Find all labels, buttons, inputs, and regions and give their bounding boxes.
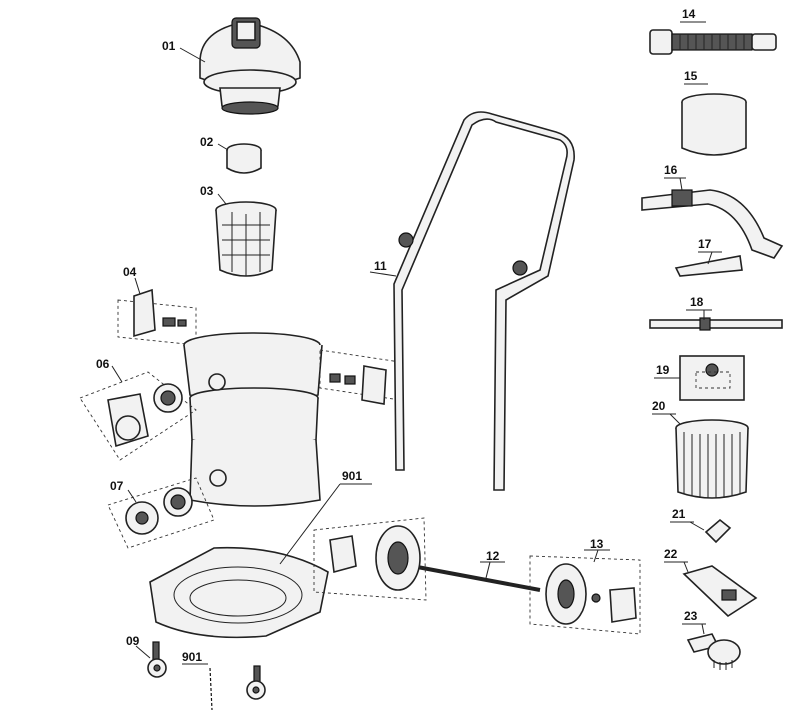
brush-nozzle-icon <box>686 633 741 670</box>
crevice-nozzle-icon <box>674 255 743 277</box>
label-14: 14 <box>682 7 696 21</box>
label-17: 17 <box>698 237 712 251</box>
label-20: 20 <box>652 399 666 413</box>
wheel-right-icon <box>529 555 641 635</box>
label-03: 03 <box>200 184 214 198</box>
cartridge-filter-icon <box>675 419 749 499</box>
wheel-left-icon <box>313 517 427 601</box>
label-19: 19 <box>656 363 670 377</box>
caster-icon <box>147 641 167 678</box>
label-01: 01 <box>162 39 176 53</box>
tank-icon <box>183 332 323 507</box>
filter-bag-icon <box>679 355 745 401</box>
motor-head-icon <box>199 17 301 115</box>
label-13: 13 <box>590 537 604 551</box>
label-11: 11 <box>374 259 387 273</box>
axle-icon <box>411 564 541 592</box>
blower-port-icon <box>107 477 215 549</box>
handle-icon <box>393 111 575 491</box>
filter-cap-icon <box>226 143 262 174</box>
label-07: 07 <box>110 479 124 493</box>
label-02: 02 <box>200 135 214 149</box>
filter-basket-icon <box>215 201 277 277</box>
label-18: 18 <box>690 295 704 309</box>
inlet-port-icon <box>79 371 197 461</box>
label-901-bottom: 901 <box>182 650 202 664</box>
label-21: 21 <box>672 507 686 521</box>
label-09: 09 <box>126 634 140 648</box>
curved-tube-icon <box>641 189 784 259</box>
strap-icon <box>649 317 783 331</box>
label-22: 22 <box>664 547 678 561</box>
floor-nozzle-icon <box>682 565 758 618</box>
adapter-icon <box>704 518 732 544</box>
label-12: 12 <box>486 549 500 563</box>
caster-2-icon <box>246 665 266 700</box>
clamp-bracket-icon <box>117 288 197 346</box>
base-frame-icon <box>149 546 329 639</box>
label-901-top: 901 <box>342 469 362 483</box>
label-16: 16 <box>664 163 678 177</box>
label-23: 23 <box>684 609 698 623</box>
label-04: 04 <box>123 265 137 279</box>
clamp-right-icon <box>319 349 401 405</box>
label-06: 06 <box>96 357 110 371</box>
foam-filter-icon <box>681 93 747 156</box>
hose-icon <box>649 29 777 55</box>
label-15: 15 <box>684 69 698 83</box>
